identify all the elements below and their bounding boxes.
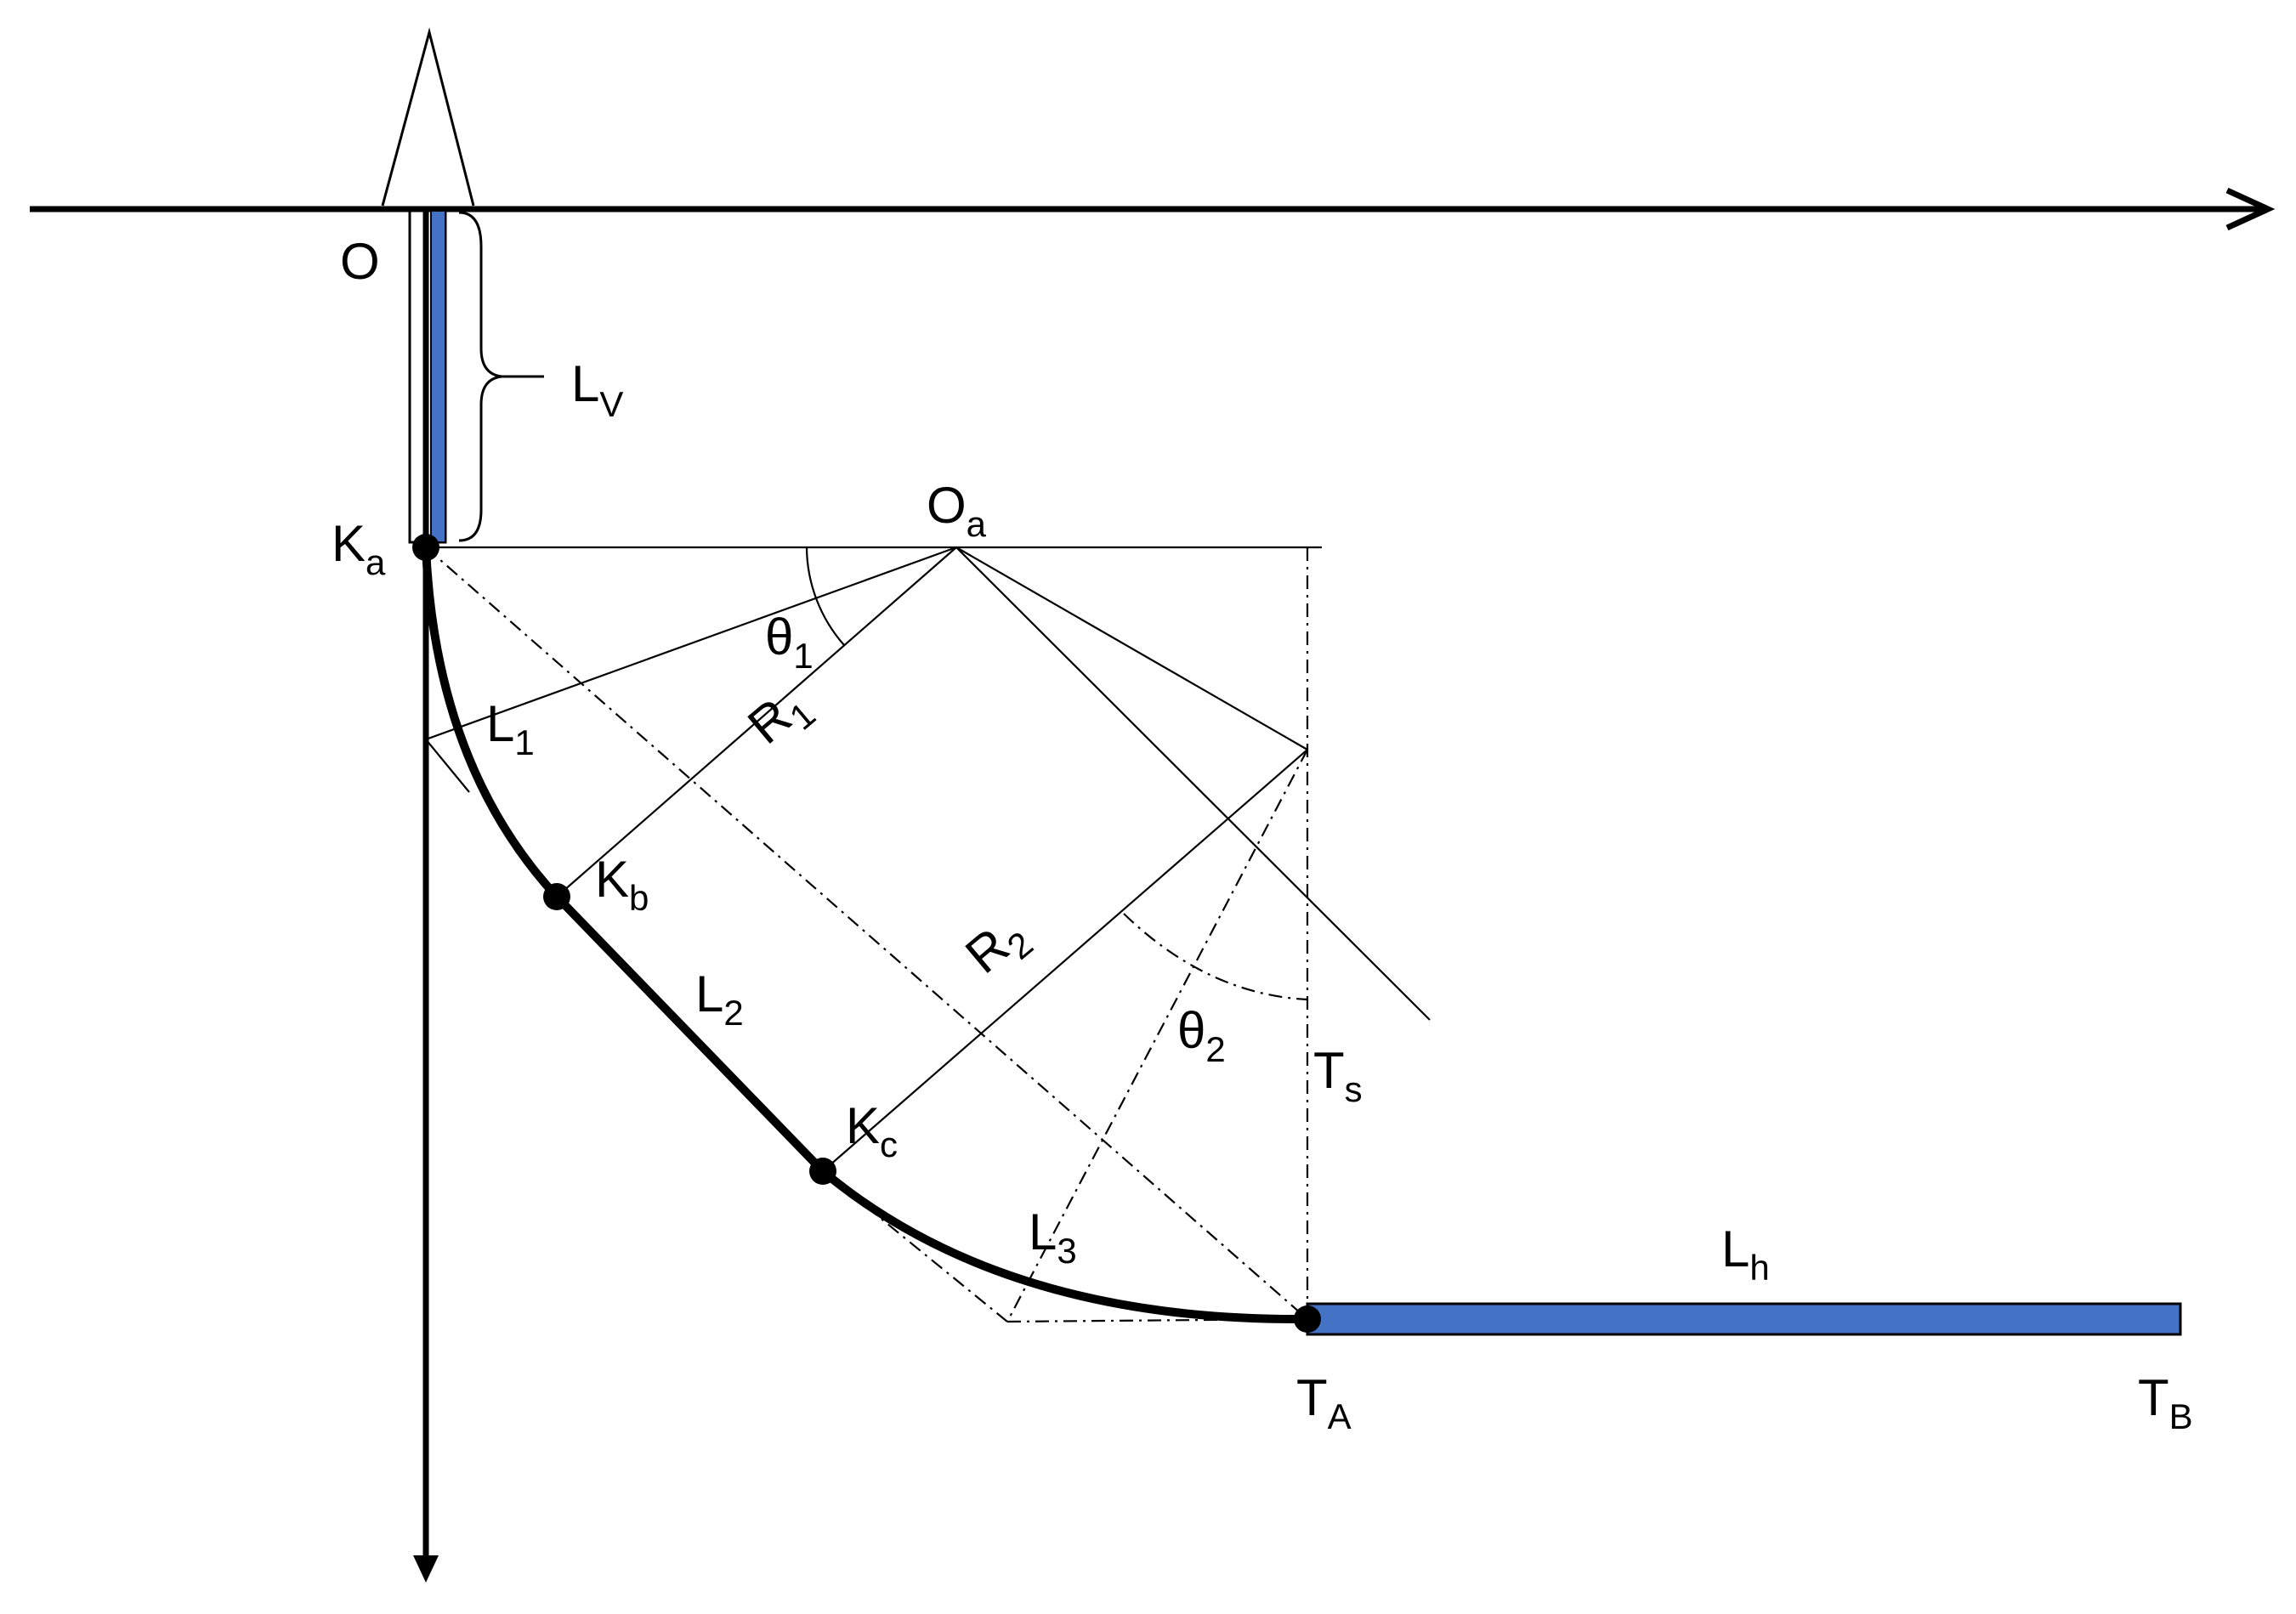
- label-theta2: θ2: [1177, 1002, 1226, 1069]
- radius2-line: [822, 749, 1308, 1172]
- label-l3: L3: [1029, 1203, 1077, 1271]
- theta1-arc: [805, 546, 845, 646]
- label-lv: LV: [571, 355, 623, 424]
- label-kb: Kb: [595, 851, 649, 918]
- label-l1: L1: [486, 695, 535, 762]
- label-r2: R2: [955, 904, 1040, 991]
- label-ts: Ts: [1313, 1042, 1363, 1109]
- upper-to-lower-dashdot: [1006, 749, 1308, 1322]
- horizontal-axis-arrowhead: [2225, 187, 2276, 231]
- vertical-axis-arrowhead: [413, 1555, 439, 1583]
- lv-brace: [458, 211, 544, 542]
- horizontal-pipe: [1306, 1302, 2182, 1336]
- label-theta1: θ1: [765, 609, 814, 676]
- label-origin: O: [340, 233, 380, 290]
- label-lh: Lh: [1721, 1220, 1770, 1288]
- point-kb: [543, 883, 570, 910]
- label-r1: R1: [737, 675, 823, 762]
- point-kc: [809, 1158, 836, 1185]
- point-ka: [412, 534, 439, 561]
- label-ta: TA: [1296, 1369, 1352, 1436]
- theta2-arc: [1123, 913, 1308, 1001]
- tangent-intersection-bottom: [1006, 1317, 1308, 1323]
- l1-tangent-extension: [425, 739, 470, 793]
- oa-to-upper-point-line: [955, 546, 1308, 750]
- label-oa: Oa: [927, 477, 987, 544]
- label-ka: Ka: [332, 515, 386, 582]
- oa-long-diagonal: [955, 546, 1431, 1021]
- radius1-line: [556, 546, 957, 898]
- oa-to-l1-tangent-line: [425, 546, 957, 741]
- vertical-pipe: [430, 210, 446, 543]
- label-tb: TB: [2138, 1369, 2193, 1436]
- derrick-icon: [381, 27, 475, 207]
- point-ta: [1294, 1305, 1321, 1333]
- label-kc: Kc: [846, 1097, 898, 1164]
- label-l2: L2: [695, 966, 744, 1033]
